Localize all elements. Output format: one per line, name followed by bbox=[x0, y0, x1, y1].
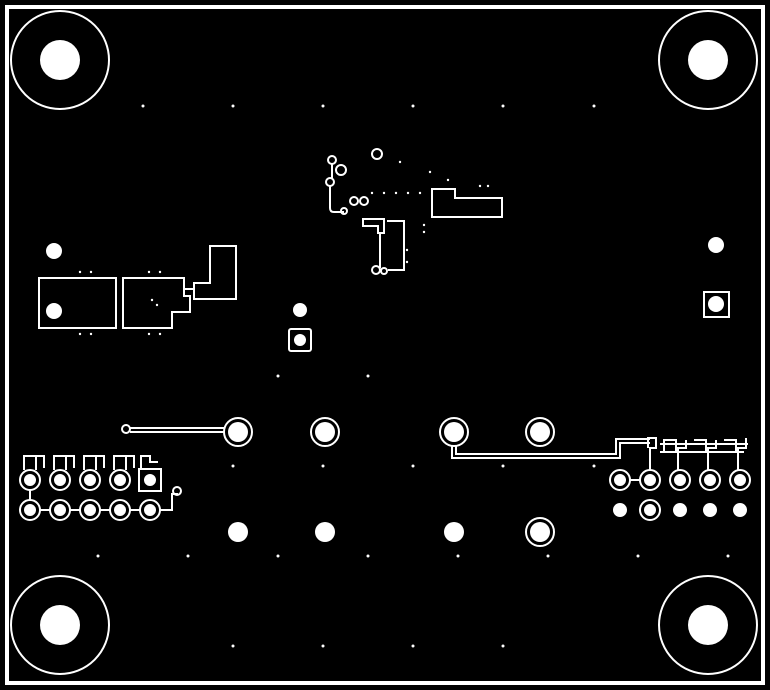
via-left-pad bbox=[46, 303, 62, 319]
trace-th-to-right-header bbox=[451, 438, 650, 459]
pad-left-large-1 bbox=[38, 277, 117, 329]
via-left-upper bbox=[46, 243, 62, 259]
mounting-hole-top-right bbox=[658, 10, 758, 110]
through-hole-row-lower bbox=[228, 517, 555, 547]
mounting-hole-top-left bbox=[10, 10, 110, 110]
pad-vertical-tab bbox=[193, 245, 237, 300]
pad-square-center-hole bbox=[294, 334, 306, 346]
upper-center-traces bbox=[325, 148, 503, 275]
board-outline bbox=[5, 5, 765, 685]
via-dots bbox=[78, 104, 730, 648]
mounting-hole-bottom-left bbox=[10, 575, 110, 675]
pad-square-center bbox=[288, 328, 312, 352]
through-hole-row-upper bbox=[223, 417, 555, 447]
header-left bbox=[19, 455, 182, 521]
via-right bbox=[708, 237, 724, 253]
header-right bbox=[609, 437, 751, 521]
pad-square-right bbox=[703, 291, 730, 318]
via-center bbox=[293, 303, 307, 317]
pad-left-large-2 bbox=[122, 277, 191, 329]
trace-left-to-th bbox=[121, 424, 224, 434]
pad-square-right-hole bbox=[708, 296, 724, 312]
mounting-hole-bottom-right bbox=[658, 575, 758, 675]
